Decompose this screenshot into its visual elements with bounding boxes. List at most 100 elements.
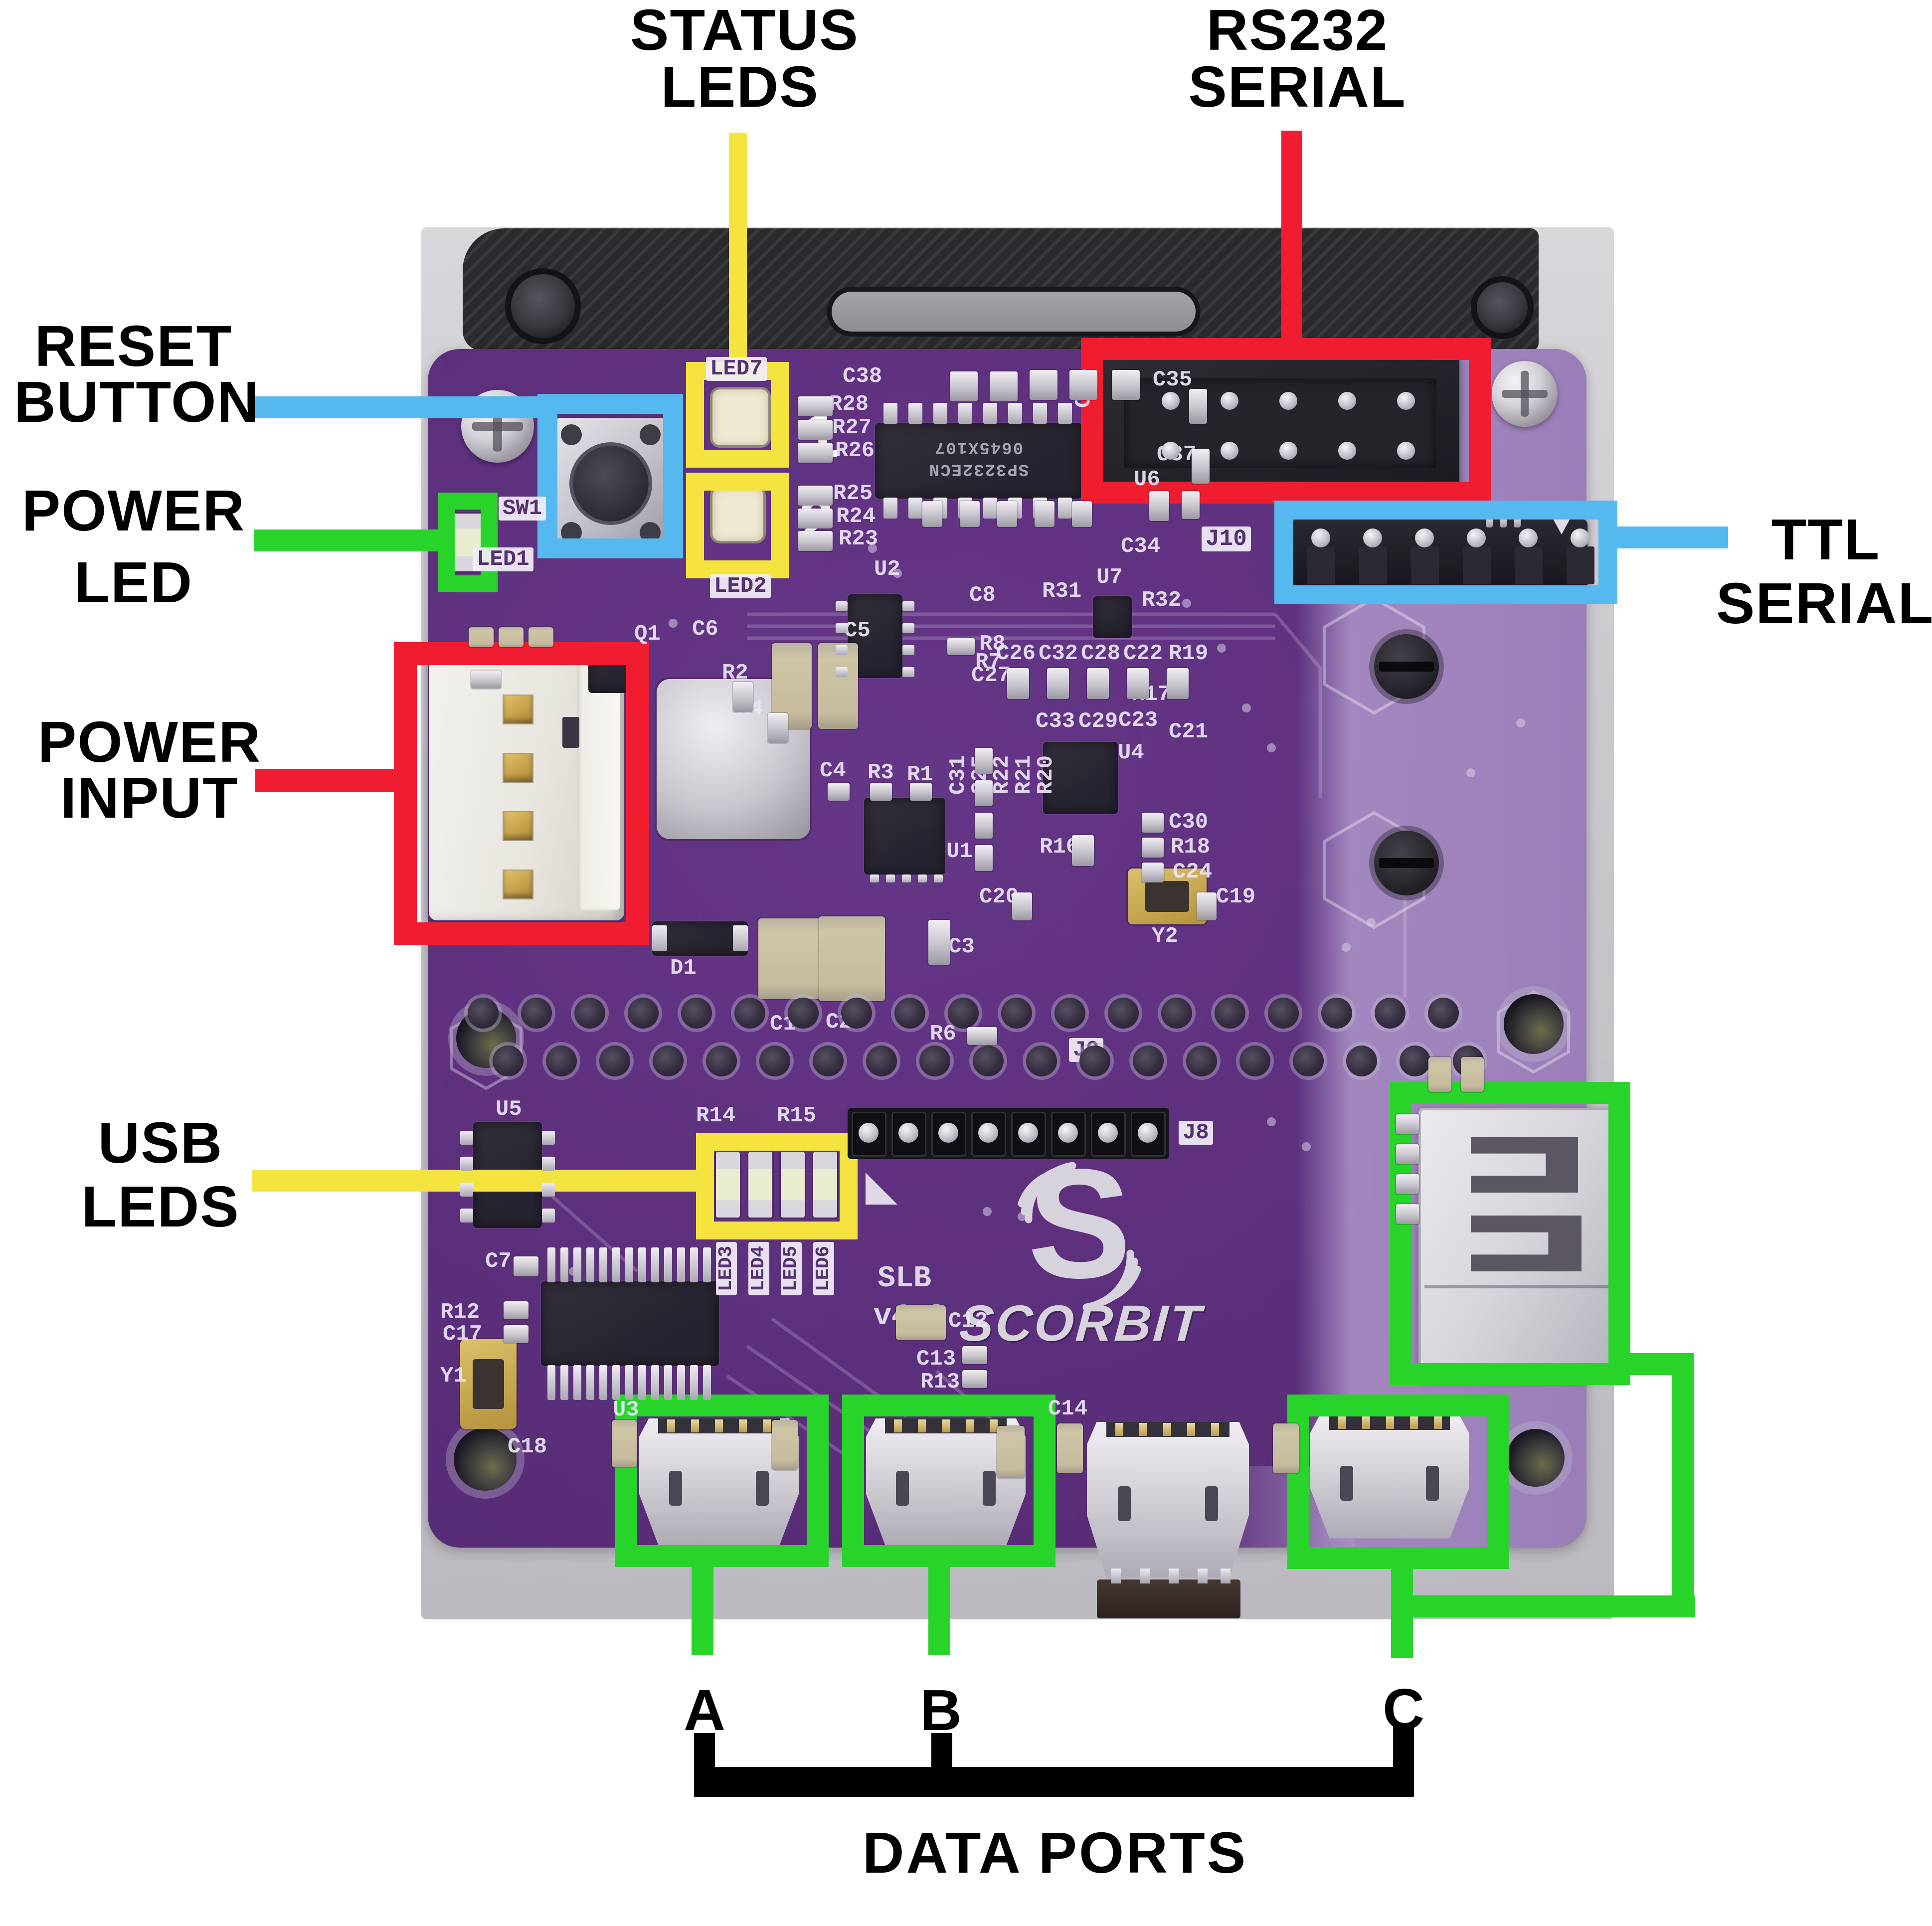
ic-pin	[573, 1365, 581, 1400]
ic-pin	[547, 1365, 555, 1400]
passive-component	[1087, 668, 1109, 699]
silk-label: R22	[990, 755, 1015, 795]
ttl-pin-body	[1515, 546, 1543, 584]
silk-label: Q1	[634, 622, 661, 647]
j9-pad	[521, 998, 552, 1029]
silk-label: R6	[930, 1022, 956, 1047]
silk-label: C28	[1081, 641, 1121, 666]
passive-component	[504, 1325, 528, 1343]
ic-pin	[902, 623, 914, 633]
reset-button-switch[interactable]	[554, 418, 667, 549]
port-b-green-stub	[928, 1564, 950, 1655]
port-a-green-stub	[692, 1564, 713, 1655]
passive-component	[1012, 892, 1032, 920]
reset-button-cap[interactable]	[573, 446, 649, 522]
silk-label: U4	[1118, 740, 1144, 765]
j9-pad	[841, 998, 872, 1029]
j8-pin-dot	[1098, 1123, 1118, 1143]
passive-component	[997, 1426, 1025, 1478]
passive-component	[1149, 491, 1169, 521]
ic-pin	[586, 1247, 594, 1282]
passive-component	[1396, 1174, 1419, 1194]
scorbit-wordmark: SCORBIT	[958, 1295, 1205, 1352]
reset-button-box	[537, 394, 683, 558]
silk-label: R32	[1142, 588, 1182, 613]
silk-label: R14	[696, 1103, 736, 1128]
j9-pad	[1375, 998, 1405, 1029]
usb-mini-pins	[1097, 1569, 1240, 1618]
ic-pin	[1058, 498, 1072, 519]
ic-pin	[933, 403, 947, 424]
passive-component	[1112, 370, 1140, 400]
silk-label: Y2	[1152, 924, 1178, 949]
diode-d1	[652, 921, 748, 956]
silk-label: R19	[1169, 641, 1209, 666]
ic-pin	[586, 1365, 594, 1400]
reset-title-line2: BUTTON	[14, 369, 260, 434]
j9-pad	[1268, 998, 1299, 1029]
j9-pad	[1293, 1046, 1324, 1076]
power-input-box	[394, 642, 649, 945]
data-port-c-box	[1287, 1395, 1509, 1569]
ic-pin	[542, 1183, 555, 1197]
passive-component	[1189, 389, 1207, 424]
silk-label: C17	[443, 1322, 483, 1347]
passive-component	[1461, 1057, 1484, 1092]
passive-component	[967, 1027, 997, 1045]
ic-pin	[918, 875, 927, 882]
ic-pin	[836, 623, 848, 633]
passive-component	[1167, 668, 1189, 699]
ttl-pin	[1311, 528, 1330, 547]
ic-pin	[542, 1131, 555, 1145]
silk-label: R15	[777, 1103, 817, 1128]
reset-title-line1: RESET	[34, 314, 233, 378]
passive-component	[1072, 501, 1092, 527]
passive-component	[504, 1301, 528, 1319]
crystal-y2	[1128, 869, 1207, 924]
j9-pad	[734, 998, 765, 1029]
ic-pin	[460, 1157, 473, 1171]
passive-component	[1047, 668, 1069, 699]
ic-u1	[864, 798, 945, 875]
usb-a-port[interactable]	[1418, 1108, 1624, 1378]
passive-component	[733, 682, 753, 712]
silk-label: U2	[874, 557, 900, 582]
silk-label: U5	[496, 1097, 522, 1122]
ic-u4	[1043, 742, 1118, 814]
cap-c1	[758, 918, 823, 999]
data-port-c-connector[interactable]	[1310, 1415, 1469, 1539]
power-input-title-line1: POWER	[37, 709, 262, 774]
j9-pad	[919, 1046, 950, 1076]
ic-pin	[638, 1365, 646, 1400]
ttl-serial-box	[1274, 501, 1617, 604]
silk-label: R1	[907, 762, 933, 787]
usb-mini-connector[interactable]	[1087, 1422, 1249, 1578]
j9-pad	[1215, 998, 1245, 1029]
ttl-pin-body	[1307, 546, 1335, 584]
passive-component	[1396, 1144, 1419, 1164]
ic-pin	[836, 645, 848, 655]
silk-label: C34	[1121, 534, 1161, 559]
trace-overlay	[450, 544, 1570, 1457]
ttl-pin-body	[1359, 546, 1387, 584]
j9-pad	[1026, 1046, 1057, 1076]
ttl-title-line1: TTL	[1771, 507, 1881, 572]
passive-component	[528, 627, 553, 647]
ic-pin	[883, 498, 897, 519]
usb-led-5	[781, 1152, 805, 1218]
rs232-title-line2: SERIAL	[1188, 54, 1406, 119]
j9-pad	[1108, 998, 1139, 1029]
passive-component	[975, 748, 993, 774]
j9-pad	[1239, 1046, 1270, 1076]
ic-pin	[664, 1247, 672, 1282]
scorbit-logo-icon: S	[1018, 1162, 1141, 1311]
j9-pad	[1133, 1046, 1164, 1076]
j9-pad	[788, 998, 819, 1029]
passive-component	[922, 501, 942, 527]
rs232-box	[1081, 338, 1491, 504]
silk-label: C22	[1123, 641, 1163, 666]
ic-pin	[547, 1247, 555, 1282]
passive-component	[469, 627, 494, 647]
passive-component	[997, 501, 1017, 527]
